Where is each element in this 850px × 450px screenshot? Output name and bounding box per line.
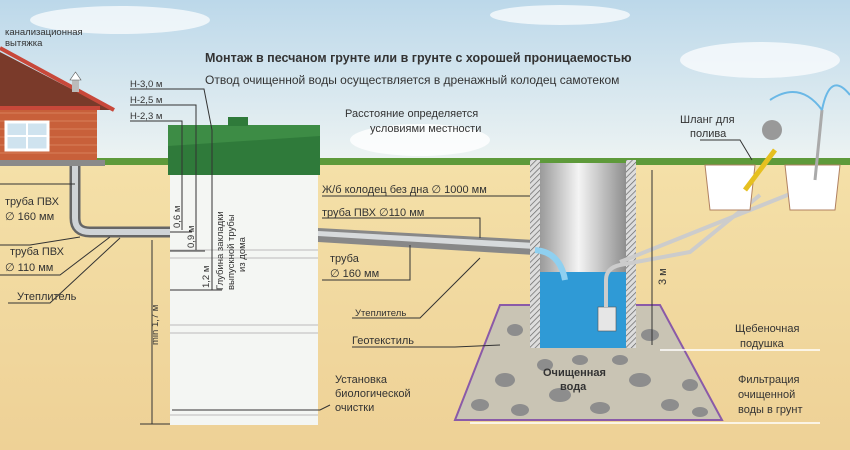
unit-label-2: биологической <box>335 388 411 400</box>
geotextile-label: Геотекстиль <box>352 335 414 347</box>
septic-tank <box>168 117 320 425</box>
pipe-pvc-160-size: ∅ 160 мм <box>5 211 54 223</box>
well-label: Ж/б колодец без дна ∅ 1000 мм <box>322 184 487 196</box>
vent-label-2: вытяжка <box>5 38 43 49</box>
unit-label-1: Установка <box>335 374 388 386</box>
gravel-label-2: подушка <box>740 338 785 350</box>
depth-mark-2-5: Н-2,5 м <box>130 95 162 106</box>
tank-cap <box>228 117 248 126</box>
vent-label-1: канализационная <box>5 27 83 38</box>
clean-water-label-2: вода <box>560 381 587 393</box>
pipe-depth-label-3: из дома <box>237 236 248 272</box>
gravel-label-1: Щебеночная <box>735 323 799 335</box>
depth-dimensions <box>130 88 222 425</box>
leader-lines <box>0 139 753 411</box>
pipe-out-160-label: труба <box>330 253 360 265</box>
insulation-right-label: Утеплитель <box>355 308 406 319</box>
house <box>0 46 115 166</box>
pipe-pvc-110-size: ∅ 110 мм <box>5 262 53 274</box>
well-depth-label: 3 м <box>657 268 669 285</box>
unit-label-3: очистки <box>335 402 374 414</box>
filtration-label-2: очищенной <box>738 389 795 401</box>
vent-pipe <box>72 80 79 92</box>
depth-mark-3-0: Н-3,0 м <box>130 79 162 90</box>
pipe-pvc-110-label: труба ПВХ <box>10 246 65 258</box>
depth-value-0-9: 0,9 м <box>186 226 197 248</box>
depth-mark-2-3: Н-2,3 м <box>130 111 162 122</box>
gravel-pad <box>453 304 724 421</box>
diagram-subtitle: Отвод очищенной воды осуществляется в др… <box>205 73 619 87</box>
grass <box>95 158 850 165</box>
insulation-left-label: Утеплитель <box>17 291 77 303</box>
drainage-well <box>530 160 801 348</box>
diagram-title: Монтаж в песчаном грунте или в грунте с … <box>205 51 632 65</box>
pipe-pvc-160-label: труба ПВХ <box>5 196 60 208</box>
clean-water-label-1: Очищенная <box>543 367 606 379</box>
pipe-depth-label-1: Глубина закладки <box>215 211 226 290</box>
distance-label-1: Расстояние определяется <box>345 108 478 120</box>
filtration-label-1: Фильтрация <box>738 374 800 386</box>
hose-label-1: Шланг для <box>680 114 735 126</box>
sprinklers <box>704 84 850 211</box>
pump <box>597 306 617 332</box>
depth-value-0-6: 0,6 м <box>172 206 183 228</box>
pipe-out-110-label: труба ПВХ ∅110 мм <box>322 207 424 219</box>
pipe-depth-label-2: выпускной трубы <box>226 214 237 290</box>
depth-value-1-2: 1,2 м <box>201 266 212 288</box>
pipe-out-160-size: ∅ 160 мм <box>330 268 379 280</box>
distance-label-2: условиями местности <box>370 123 481 135</box>
hose-label-2: полива <box>690 128 727 140</box>
min-depth-label: min 1,7 м <box>150 305 161 345</box>
filtration-label-3: воды в грунт <box>738 404 803 416</box>
